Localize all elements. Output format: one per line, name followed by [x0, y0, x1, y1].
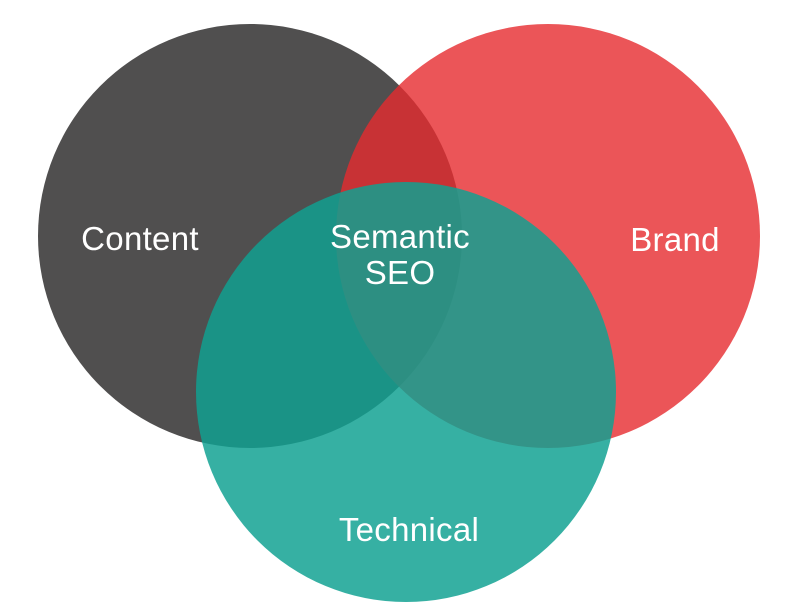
semantic-seo-line-1: Semantic — [330, 218, 470, 255]
venn-circle-technical — [196, 182, 616, 602]
brand-label: Brand — [630, 221, 720, 258]
technical-label: Technical — [338, 511, 480, 548]
content-label: Content — [81, 220, 199, 257]
semantic-seo-center-label: Semantic SEO — [330, 219, 470, 291]
semantic-seo-line-2: SEO — [364, 254, 436, 291]
